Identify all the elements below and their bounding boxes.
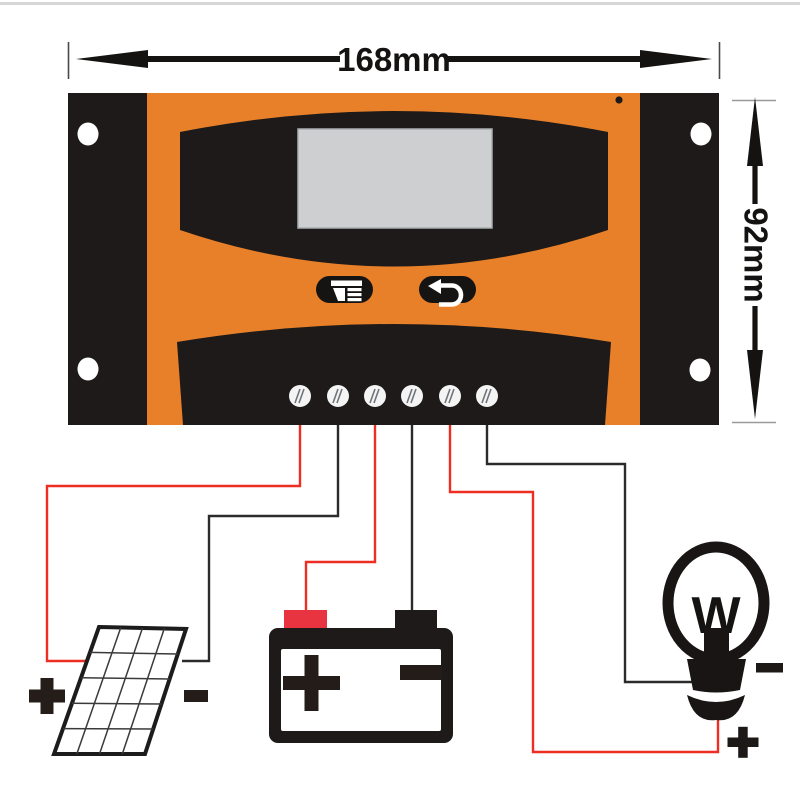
- wires: [45, 424, 720, 754]
- battery: [269, 610, 453, 743]
- bulb-base: [687, 659, 746, 693]
- terminal-screw-icon: [289, 385, 311, 407]
- menu-press-icon: [331, 280, 362, 302]
- mounting-hole-bottom-right: [689, 358, 711, 382]
- terminal-screw-icon: [476, 385, 498, 407]
- top-border-line: [0, 2, 800, 5]
- solar-negative-wire: [182, 424, 340, 663]
- arrowhead-right-icon: [640, 50, 712, 68]
- width-dimension: 168mm: [67, 41, 721, 79]
- battery-negative-symbol: [400, 665, 442, 680]
- load-positive-wire: [448, 424, 720, 754]
- terminal-screw-icon: [364, 385, 386, 407]
- button-back: [419, 276, 476, 307]
- dim-shaft-left: [142, 56, 340, 62]
- width-dimension-label: 168mm: [337, 41, 451, 78]
- bulb-positive-symbol: [727, 726, 759, 758]
- mounting-hole-top-left: [77, 122, 99, 146]
- terminal-block: [289, 385, 498, 407]
- back-arrow-icon: [428, 279, 464, 307]
- arrowhead-left-icon: [76, 50, 148, 68]
- battery-negative-terminal: [395, 610, 437, 629]
- arrowhead-down-icon: [747, 350, 763, 419]
- battery-positive-wire: [304, 424, 377, 614]
- solar-positive-wire: [45, 424, 302, 663]
- bulb-tip: [687, 695, 745, 721]
- height-dimension-label: 92mm: [738, 207, 775, 302]
- button-menu: [316, 276, 373, 303]
- battery-positive-terminal: [284, 610, 327, 629]
- lcd-screen: [297, 128, 493, 229]
- dim-shaft-right: [448, 56, 642, 62]
- terminal-bezel: [177, 324, 611, 425]
- battery-positive-symbol: [283, 655, 340, 711]
- terminal-screw-icon: [439, 385, 461, 407]
- button-back-body: [419, 276, 476, 303]
- mounting-hole-bottom-left: [77, 357, 99, 381]
- indicator-dot: [615, 96, 623, 104]
- dim-shaft-top: [752, 160, 758, 204]
- arrowhead-up-icon: [747, 97, 763, 166]
- solar-panel: [29, 624, 208, 756]
- load-negative-wire: [485, 424, 692, 684]
- dim-shaft-bottom: [752, 306, 758, 353]
- solar-positive-symbol: [29, 678, 65, 714]
- bulb-negative-symbol: [756, 663, 783, 673]
- bulb-neck: [704, 628, 729, 661]
- solar-panel-outline: [51, 624, 189, 756]
- solar-negative-symbol: [184, 690, 208, 702]
- height-dimension: 92mm: [732, 97, 776, 424]
- terminal-screw-icon: [401, 385, 423, 407]
- load-bulb: W: [662, 541, 783, 758]
- solar-panel-grid: [62, 627, 178, 755]
- terminal-screw-icon: [327, 385, 349, 407]
- mounting-hole-top-right: [690, 122, 712, 146]
- charge-controller: [68, 93, 719, 425]
